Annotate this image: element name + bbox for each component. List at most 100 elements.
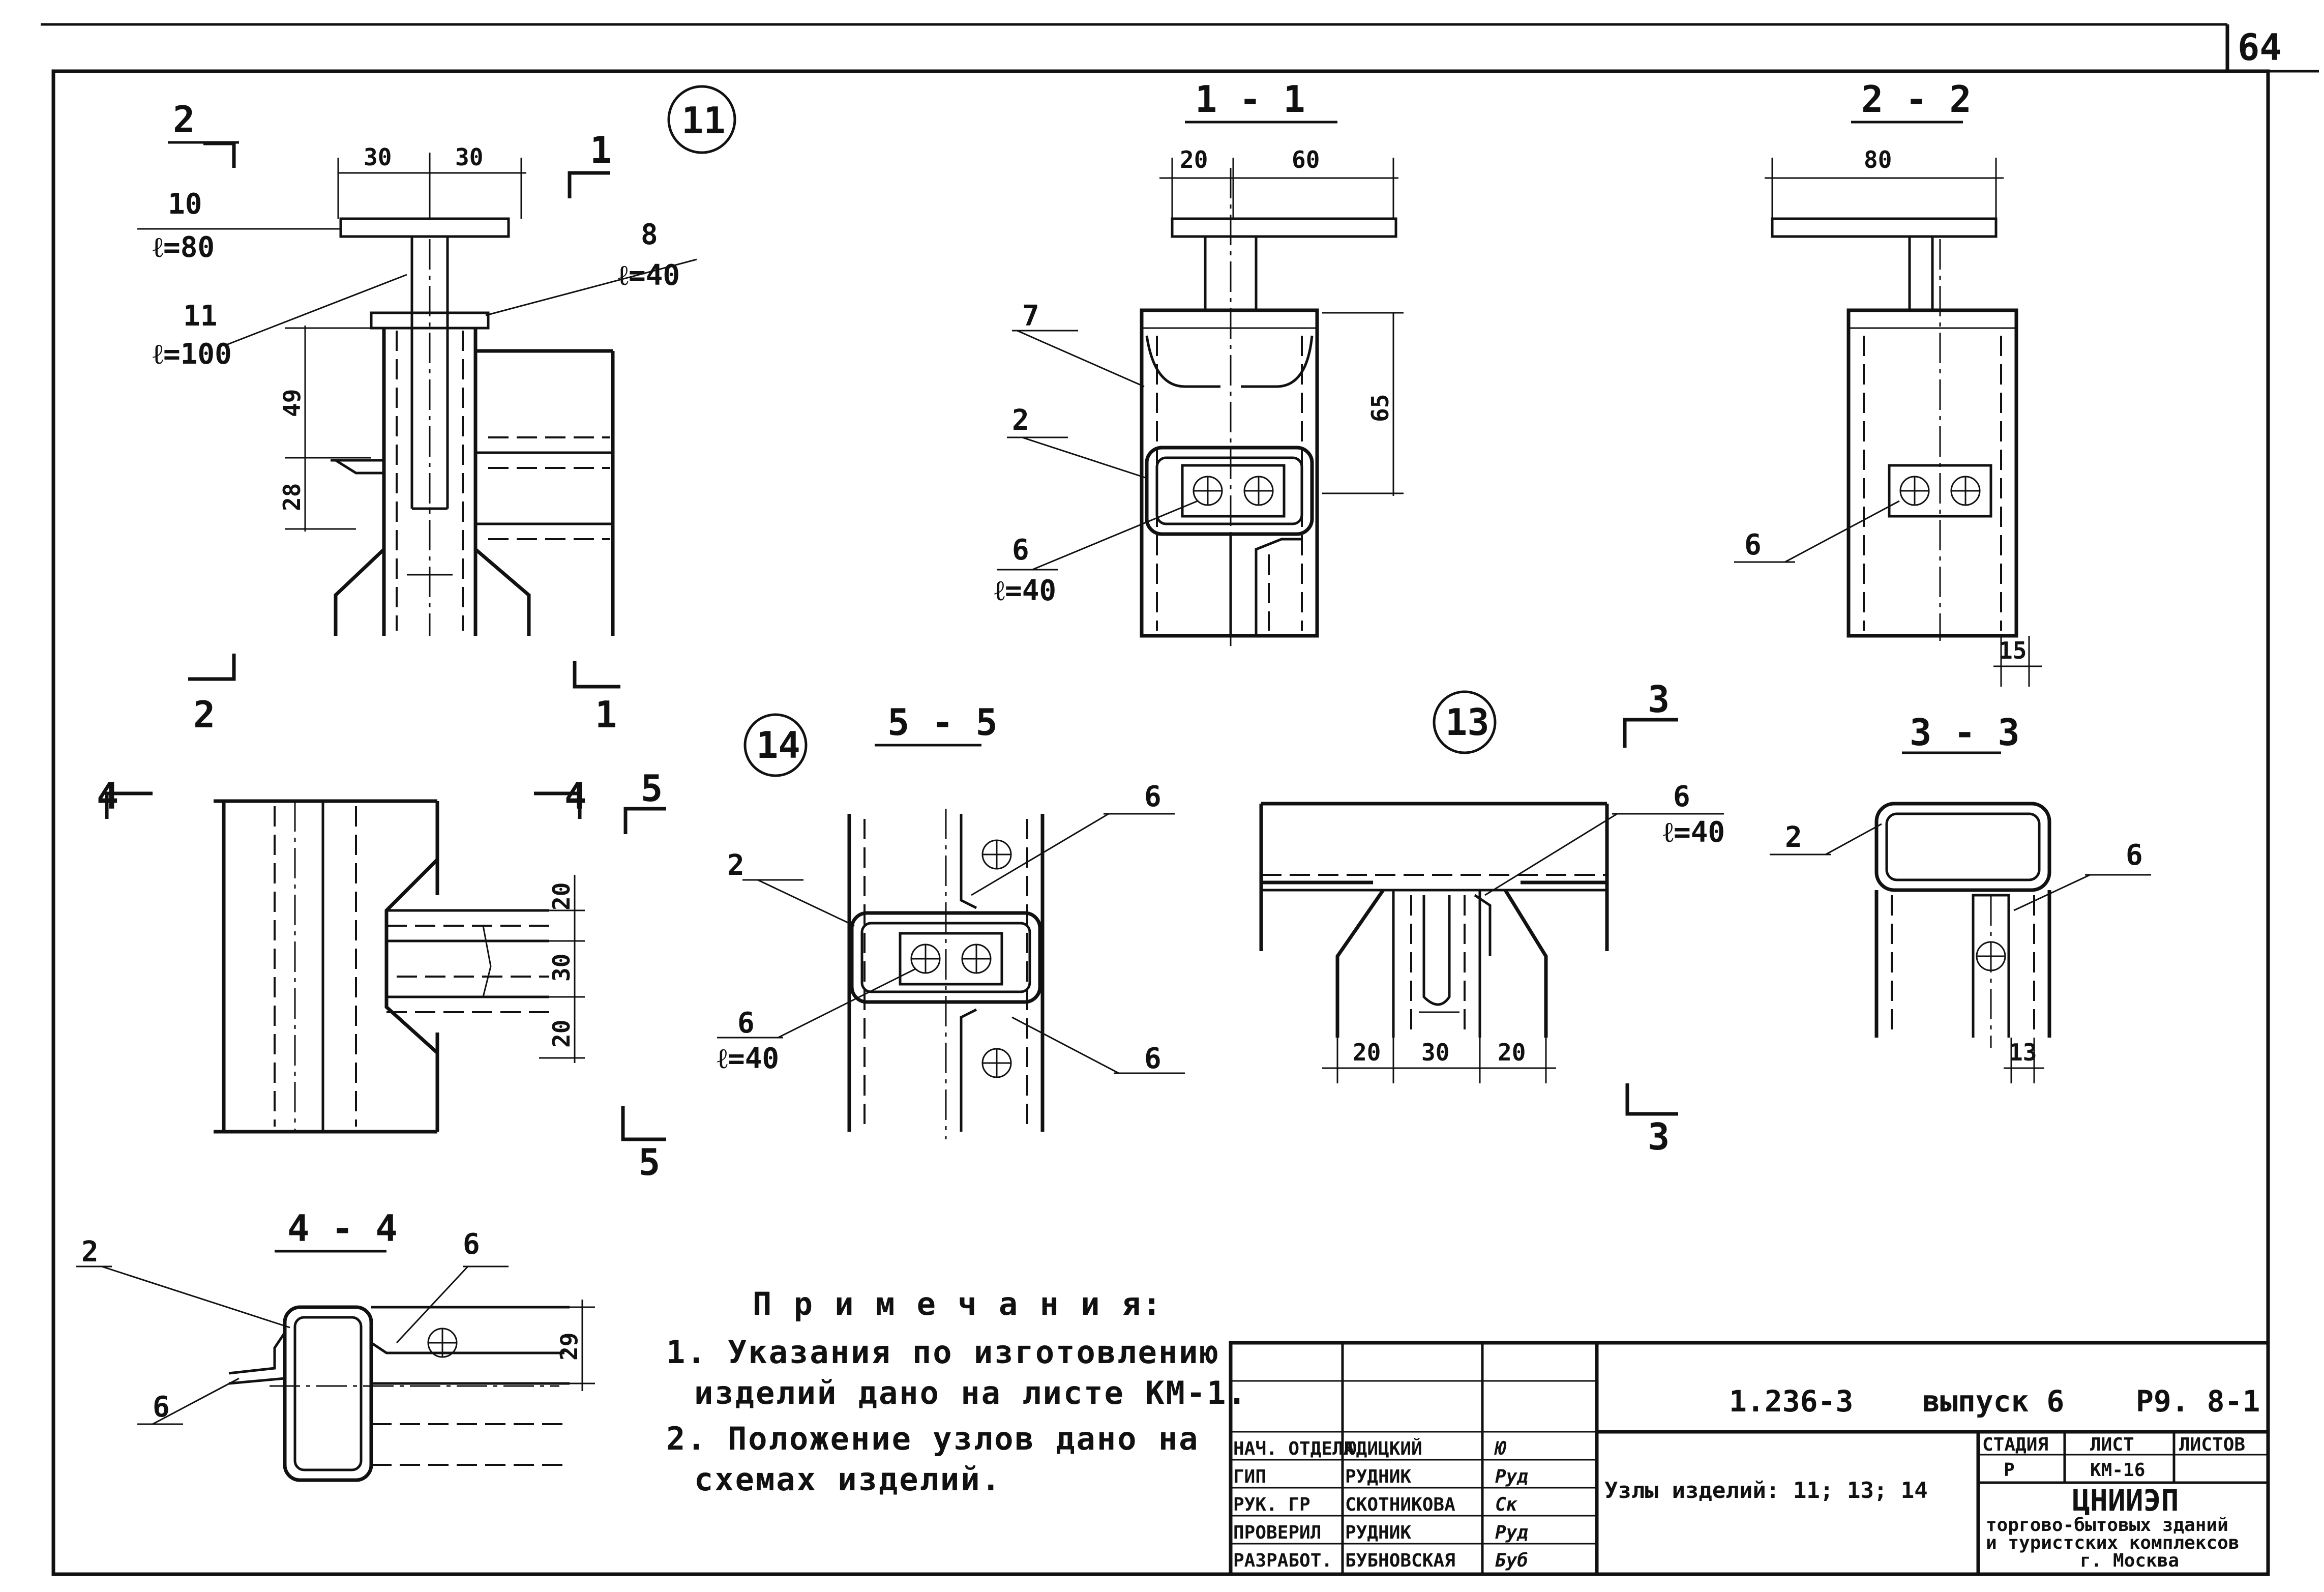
dim-20-top: 20 — [548, 882, 575, 910]
section-5-5-title: 5 - 5 — [887, 701, 998, 744]
pos-2-label-5-5: 2 — [727, 849, 744, 882]
pos-10-length: ℓ=80 — [153, 231, 215, 264]
cut-1-bottom-label: 1 — [595, 693, 617, 736]
pos-11-length: ℓ=100 — [153, 338, 232, 371]
pos-6-label-3-3: 6 — [2126, 839, 2143, 872]
staff-role-4: ПРОВЕРИЛ — [1233, 1522, 1321, 1543]
section-2-2: 2 - 2 80 6 15 — [1734, 78, 2042, 687]
cut-2-bottom-label: 2 — [193, 693, 215, 736]
node-13-view: 13 3 3 6 ℓ=40 20 30 20 — [1259, 678, 1725, 1158]
pos-2-label-3-3: 2 — [1785, 821, 1802, 854]
node-14-view: 4 4 5 5 20 30 20 — [97, 767, 666, 1184]
dim-60: 60 — [1292, 146, 1320, 173]
pos-6-length-13: ℓ=40 — [1663, 816, 1725, 849]
dim-20: 20 — [1180, 146, 1208, 173]
cut-3-bottom-label: 3 — [1648, 1115, 1670, 1158]
pos-6a-label-5-5: 6 — [1144, 780, 1161, 813]
org-name: ЦНИИЭП — [2072, 1483, 2179, 1518]
cut-4-left-label: 4 — [97, 775, 118, 817]
dim-30-right: 30 — [455, 143, 483, 171]
pos-6-label-13: 6 — [1673, 780, 1690, 813]
pos-6b-label-4-4: 6 — [153, 1391, 170, 1424]
notes-line-1b: изделий дано на листе КМ-1. — [694, 1374, 1248, 1411]
dim-29: 29 — [555, 1333, 583, 1361]
cut-4-right-label: 4 — [564, 775, 586, 817]
doc-code: 1.236-3 — [1729, 1384, 1853, 1419]
dim-20-left: 20 — [1353, 1039, 1381, 1066]
notes-block: П р и м е ч а н и я: 1. Указания по изго… — [666, 1285, 1248, 1498]
node-11-circle-label: 11 — [681, 99, 726, 142]
pos-2-label: 2 — [1012, 404, 1029, 437]
staff-sign-1: Ю — [1494, 1438, 1507, 1459]
section-3-3-title: 3 - 3 — [1910, 711, 2020, 754]
staff-role-2: ГИП — [1233, 1466, 1266, 1487]
node-14-circle-label: 14 — [756, 724, 800, 766]
pos-6-length: ℓ=40 — [994, 574, 1056, 607]
cut-2-top-label: 2 — [173, 98, 195, 141]
doc-issue: выпуск 6 — [1922, 1384, 2064, 1419]
pos-11-label: 11 — [183, 300, 217, 333]
section-5-5: 14 5 - 5 2 6 6 6 ℓ=40 — [717, 701, 1185, 1139]
org-line-3: и туристских комплексов — [1986, 1532, 2240, 1553]
staff-name-3: СКОТНИКОВА — [1345, 1494, 1455, 1515]
sheet-value: КМ-16 — [2090, 1460, 2145, 1481]
notes-heading: П р и м е ч а н и я: — [753, 1285, 1163, 1322]
staff-sign-5: Буб — [1495, 1550, 1528, 1571]
staff-role-1: НАЧ. ОТДЕЛА — [1233, 1438, 1355, 1459]
staff-sign-3: Ск — [1495, 1494, 1518, 1515]
stage-header: СТАДИЯ — [1982, 1434, 2048, 1455]
section-1-1: 1 - 1 20 60 7 2 6 ℓ=40 — [994, 78, 1404, 646]
doc-rev: Р9. 8-1 — [2136, 1384, 2260, 1419]
dim-20-right: 20 — [1498, 1039, 1526, 1066]
pos-2-label-4-4: 2 — [81, 1235, 99, 1269]
section-4-4: 4 - 4 2 6 6 29 — [76, 1207, 595, 1482]
notes-line-1: 1. Указания по изготовлению — [666, 1334, 1220, 1371]
dim-28: 28 — [278, 483, 306, 511]
node-11-view: 11 2 2 1 1 30 30 10 ℓ=80 11 ℓ=100 8 — [137, 85, 736, 736]
cut-1-top-label: 1 — [590, 129, 612, 171]
staff-name-1: ЮДИЦКИЙ — [1345, 1438, 1422, 1459]
cut-5-bottom-label: 5 — [638, 1141, 660, 1184]
stage-value: Р — [2004, 1460, 2015, 1481]
section-3-3: 3 - 3 2 6 13 — [1770, 711, 2151, 1083]
sheet-frame — [41, 23, 2319, 1576]
dim-30-left: 30 — [364, 143, 392, 171]
pos-6c-length-5-5: ℓ=40 — [717, 1042, 779, 1075]
drawing-title: Узлы изделий: 11; 13; 14 — [1604, 1478, 1928, 1503]
pos-6a-label-4-4: 6 — [463, 1228, 480, 1261]
node-13-circle-label: 13 — [1445, 701, 1489, 744]
sheets-header: ЛИСТОВ — [2179, 1434, 2245, 1455]
notes-line-2b: схемах изделий. — [694, 1461, 1002, 1498]
org-line-2: торгово-бытовых зданий — [1986, 1515, 2228, 1536]
pos-7-label: 7 — [1022, 300, 1039, 333]
staff-name-2: РУДНИК — [1345, 1466, 1411, 1487]
section-4-4-title: 4 - 4 — [287, 1207, 398, 1250]
staff-name-5: БУБНОВСКАЯ — [1345, 1550, 1455, 1571]
dim-15: 15 — [1999, 637, 2027, 664]
pos-10-label: 10 — [168, 188, 202, 221]
title-block: НАЧ. ОТДЕЛА ЮДИЦКИЙ Ю ГИП РУДНИК Руд РУК… — [1229, 1341, 2270, 1576]
dim-65: 65 — [1366, 394, 1394, 422]
dim-30-mid: 30 — [1421, 1039, 1449, 1066]
staff-name-4: РУДНИК — [1345, 1522, 1411, 1543]
cut-3-top-label: 3 — [1648, 678, 1670, 721]
staff-role-3: РУК. ГР — [1233, 1494, 1310, 1515]
cut-5-top-label: 5 — [641, 767, 663, 810]
sheet-header: ЛИСТ — [2090, 1434, 2134, 1455]
org-line-4: г. Москва — [2080, 1550, 2179, 1571]
dim-80: 80 — [1864, 146, 1892, 173]
sheet-number: 64 — [2238, 26, 2282, 69]
staff-sign-2: Руд — [1495, 1466, 1528, 1487]
pos-6-label: 6 — [1012, 534, 1029, 567]
dim-49: 49 — [278, 389, 306, 417]
pos-8-label: 8 — [641, 218, 658, 251]
dim-13: 13 — [2009, 1039, 2037, 1066]
dim-30: 30 — [548, 954, 575, 982]
pos-6-label-2-2: 6 — [1744, 528, 1762, 562]
section-1-1-title: 1 - 1 — [1195, 78, 1305, 121]
pos-6b-label-5-5: 6 — [1144, 1042, 1161, 1075]
pos-6c-label-5-5: 6 — [737, 1007, 755, 1040]
dim-20-bottom: 20 — [548, 1020, 575, 1048]
section-2-2-title: 2 - 2 — [1861, 78, 1972, 121]
